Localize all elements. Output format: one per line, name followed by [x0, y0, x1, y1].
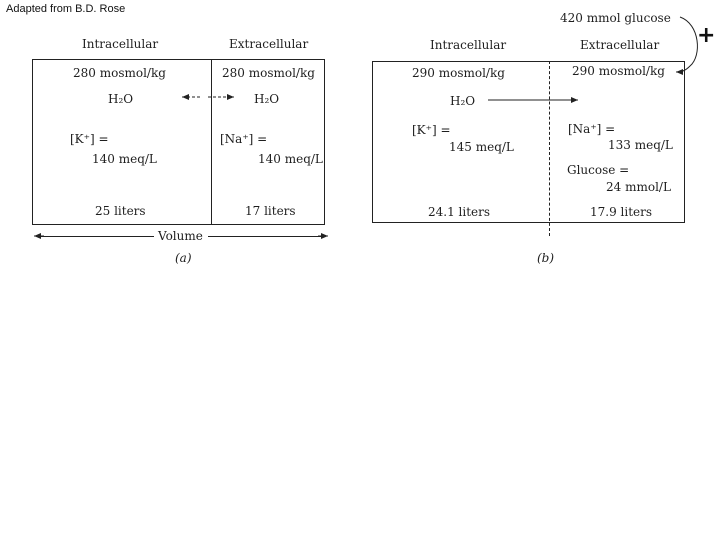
panel-a-potassium-label: [K⁺] =	[70, 132, 109, 146]
panel-a-extracellular-header: Extracellular	[229, 37, 309, 51]
panel-a-intracellular-volume: 25 liters	[95, 204, 146, 218]
source-credit: Adapted from B.D. Rose	[6, 3, 126, 15]
panel-b-potassium-label: [K⁺] =	[412, 123, 451, 137]
panel-a-caption: (a)	[175, 251, 192, 265]
panel-a-extracellular-volume: 17 liters	[245, 204, 296, 218]
panel-a-sodium-label: [Na⁺] =	[220, 132, 268, 146]
panel-b-extracellular-volume: 17.9 liters	[590, 205, 653, 219]
panel-a-volume-label: Volume	[158, 229, 203, 243]
panel-a-intracellular-water: H₂O	[108, 92, 134, 106]
panel-b-intracellular-volume: 24.1 liters	[428, 205, 491, 219]
panel-b-extracellular-osmolality: 290 mosmol/kg	[572, 64, 665, 78]
panel-b-intracellular-header: Intracellular	[430, 38, 507, 52]
panel-a-membrane	[211, 59, 212, 225]
panel-b-caption: (b)	[537, 251, 555, 265]
panel-b-water: H₂O	[450, 94, 476, 108]
panel-b-glucose-label: Glucose =	[567, 163, 630, 177]
panel-b-potassium-value: 145 meq/L	[449, 140, 514, 154]
panel-a-sodium-value: 140 meq/L	[258, 152, 323, 166]
panel-a-intracellular-header: Intracellular	[82, 37, 159, 51]
panel-b-glucose-value: 24 mmol/L	[606, 180, 671, 194]
panel-b-sodium-label: [Na⁺] =	[568, 122, 616, 136]
panel-b-extracellular-header: Extracellular	[580, 38, 660, 52]
plus-icon: +	[697, 23, 716, 48]
panel-b-added-solute: 420 mmol glucose	[560, 11, 671, 25]
panel-a-volume-axis-left	[38, 236, 154, 237]
panel-b-membrane	[549, 61, 550, 236]
panel-a-intracellular-osmolality: 280 mosmol/kg	[73, 66, 166, 80]
panel-a-extracellular-osmolality: 280 mosmol/kg	[222, 66, 315, 80]
panel-b-intracellular-osmolality: 290 mosmol/kg	[412, 66, 505, 80]
panel-a-extracellular-water: H₂O	[254, 92, 280, 106]
panel-a-potassium-value: 140 meq/L	[92, 152, 157, 166]
panel-a-frame	[32, 59, 325, 225]
panel-b-sodium-value: 133 meq/L	[608, 138, 673, 152]
panel-a-volume-axis-right	[208, 236, 324, 237]
panel-b-frame	[372, 61, 685, 223]
glucose-entry-arrow	[675, 16, 698, 75]
